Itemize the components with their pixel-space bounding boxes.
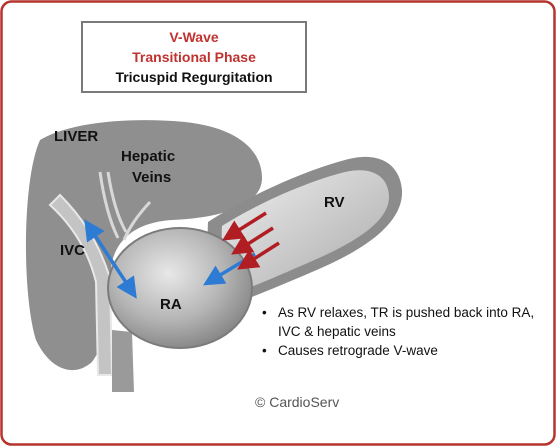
- label-ivc: IVC: [60, 242, 86, 259]
- tr-red-arrow-3: [237, 241, 280, 270]
- copyright-text: © CardioServ: [255, 394, 340, 410]
- ra-stem: [112, 330, 134, 392]
- tr-red-arrow-2: [231, 226, 274, 255]
- label-hepatic: Hepatic: [121, 148, 176, 165]
- title-line-1: V-Wave: [169, 29, 219, 45]
- tr-red-arrow-1: [222, 211, 267, 241]
- notes-list: As RV relaxes, TR is pushed back into RA…: [256, 303, 552, 360]
- title-box: V-Wave Transitional Phase Tricuspid Regu…: [81, 21, 307, 93]
- label-veins: Veins: [132, 169, 172, 186]
- rv-chamber: [221, 170, 390, 291]
- liver-shape: [25, 120, 262, 371]
- note-item: Causes retrograde V-wave: [256, 341, 552, 360]
- title-line-2: Transitional Phase: [132, 49, 256, 65]
- label-ra: RA: [160, 296, 182, 313]
- title-line-3: Tricuspid Regurgitation: [115, 69, 273, 85]
- ivc-blue-arrow: [84, 219, 137, 299]
- label-liver: LIVER: [54, 128, 99, 145]
- label-rv: RV: [324, 194, 345, 211]
- note-item: As RV relaxes, TR is pushed back into RA…: [256, 303, 552, 341]
